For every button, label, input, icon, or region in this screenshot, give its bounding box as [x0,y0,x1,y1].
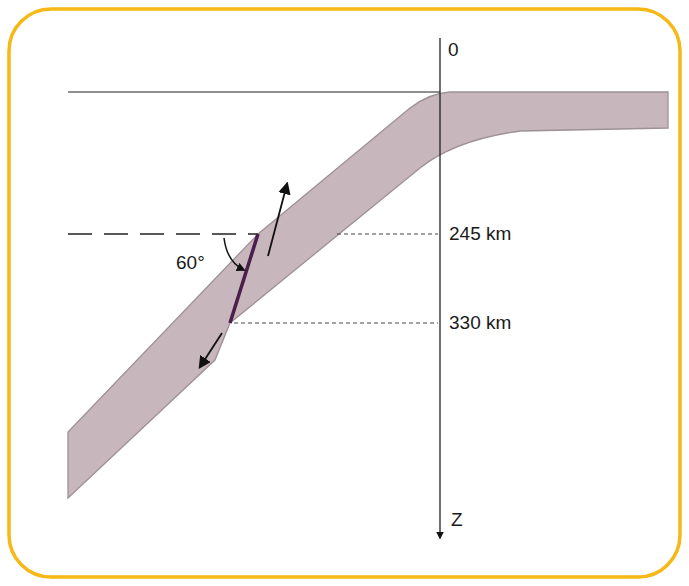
slip-arrow [268,184,287,256]
depth-guide [234,323,438,324]
axis-label: Z [451,510,463,529]
frame [9,9,680,577]
slip-arrow [200,333,222,367]
fault-plane [230,234,258,323]
depth-label: 330 km [449,313,511,332]
horizontal-reference [68,233,258,235]
surface-line [68,91,440,92]
slab [68,92,668,498]
angle-label: 60° [176,253,205,272]
depth-label: 245 km [449,224,511,243]
depth-axis [439,38,440,538]
origin-label: 0 [448,40,459,59]
depth-guide [337,234,438,235]
angle-arc [224,238,244,270]
